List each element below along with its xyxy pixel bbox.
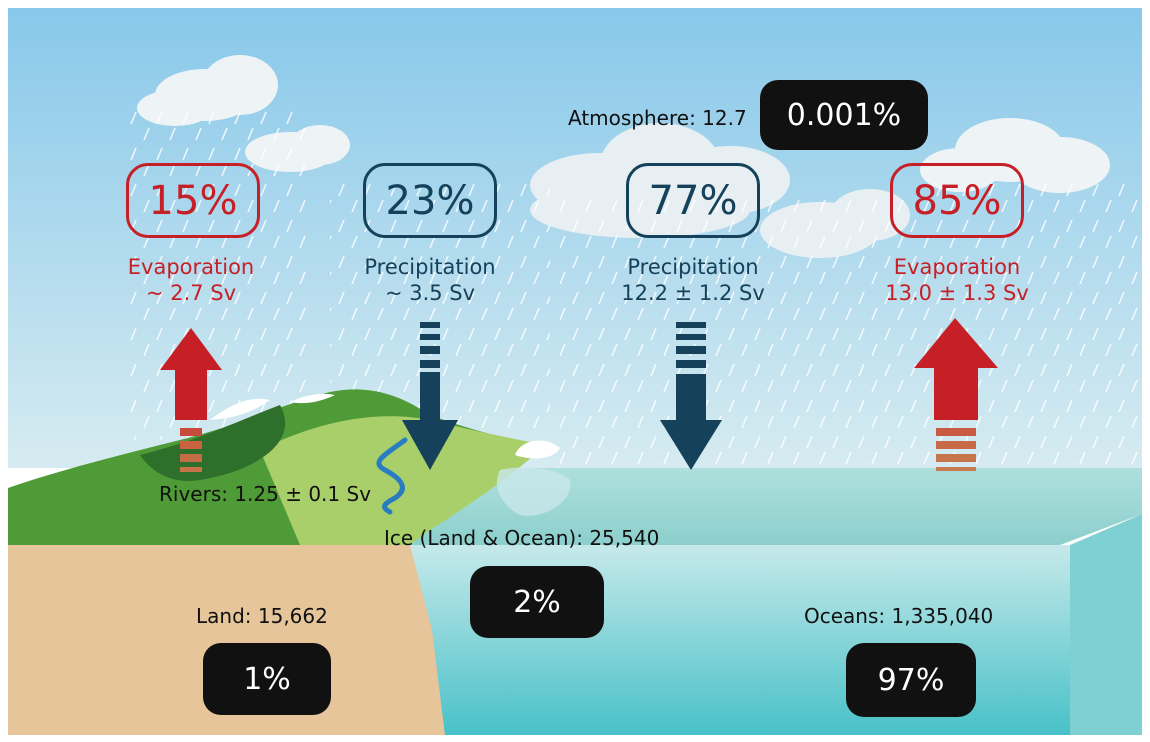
arrow-evaporation-large xyxy=(914,318,998,471)
arrow-evaporation-small xyxy=(160,328,222,472)
ice-label: Ice (Land & Ocean): 25,540 xyxy=(384,526,660,550)
iceberg xyxy=(515,440,560,459)
oceans-label: Oceans: 1,335,040 xyxy=(804,604,994,628)
land-percent: 1% xyxy=(203,643,331,715)
ice-percent: 2% xyxy=(470,566,604,638)
precipitation-ocean-percent: 77% xyxy=(626,163,760,238)
evaporation-land-label: Evaporation xyxy=(127,255,255,279)
ocean-surface xyxy=(400,468,1142,545)
arrow-precipitation-large xyxy=(660,322,722,470)
river xyxy=(376,437,408,515)
precipitation-ocean-label: Precipitation xyxy=(627,255,759,279)
ocean-side xyxy=(1070,514,1142,735)
precipitation-land-label: Precipitation xyxy=(364,255,496,279)
atmosphere-percent: 0.001% xyxy=(760,80,928,150)
evaporation-ocean-value: 13.0 ± 1.3 Sv xyxy=(885,281,1029,305)
iceberg-under xyxy=(496,467,571,516)
evaporation-land-percent: 15% xyxy=(126,163,260,238)
precipitation-ocean-value: 12.2 ± 1.2 Sv xyxy=(621,281,765,305)
evaporation-land-value: ~ 2.7 Sv xyxy=(145,281,237,305)
oceans-percent: 97% xyxy=(846,643,976,717)
evaporation-ocean-percent: 85% xyxy=(890,163,1024,238)
rivers-label: Rivers: 1.25 ± 0.1 Sv xyxy=(159,482,372,506)
land-label: Land: 15,662 xyxy=(196,604,328,628)
dark-hill xyxy=(140,405,286,481)
atmosphere-label: Atmosphere: 12.7 xyxy=(568,106,747,130)
evaporation-ocean-label: Evaporation xyxy=(893,255,1021,279)
precipitation-land-percent: 23% xyxy=(363,163,497,238)
snow-cap xyxy=(210,393,335,420)
precipitation-land-value: ~ 3.5 Sv xyxy=(384,281,476,305)
arrow-precipitation-small xyxy=(402,322,458,470)
land-block xyxy=(8,545,445,735)
